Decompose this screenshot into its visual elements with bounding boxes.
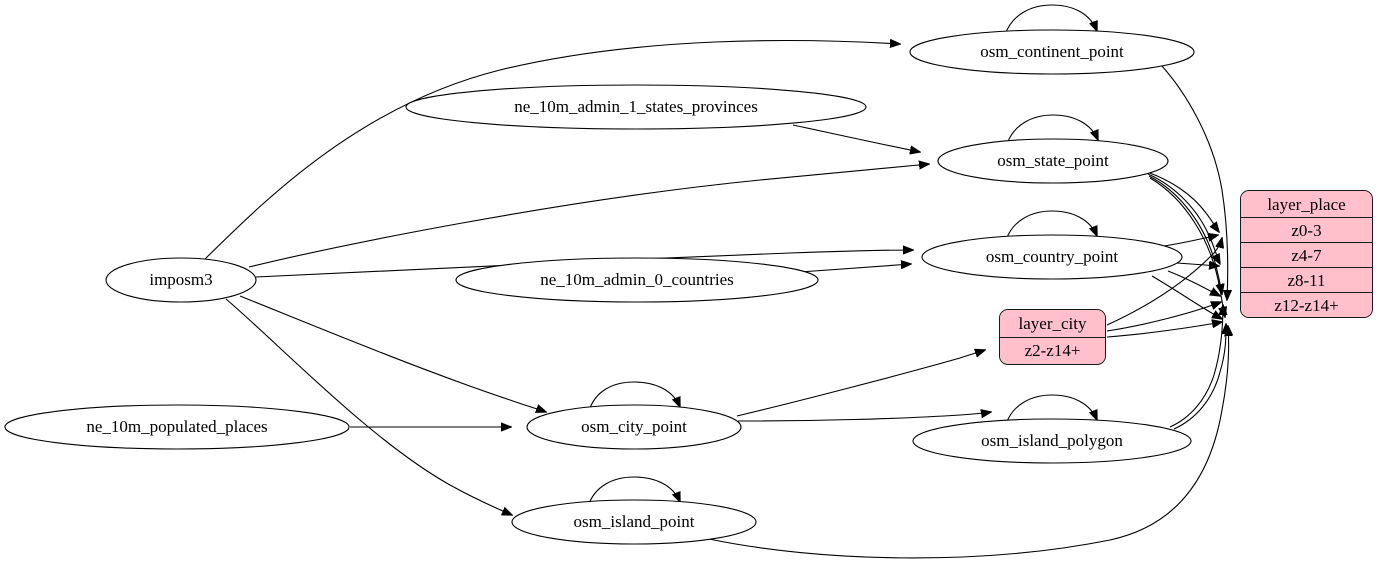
node-label-imposm3: imposm3 (149, 270, 212, 289)
node-ne-10m-admin-1-states-provinces[interactable]: ne_10m_admin_1_states_provinces (405, 84, 867, 130)
node-label-osm-island-point: osm_island_point (574, 512, 695, 531)
edge-osm-continent-point-to-layer-place-z12 (1161, 65, 1228, 300)
layer-place-title: layer_place (1241, 191, 1372, 217)
node-osm-state-point[interactable]: osm_state_point (937, 138, 1169, 184)
node-label-ne-10m-populated-places: ne_10m_populated_places (86, 417, 267, 436)
node-label-ne-10m-admin-0-countries: ne_10m_admin_0_countries (540, 270, 734, 289)
layer-place-row-z12-z14plus[interactable]: z12-z14+ (1241, 292, 1372, 317)
edge-self-loop-osm-state-point (1006, 114, 1098, 145)
edge-layer (204, 4, 1229, 559)
node-label-osm-country-point: osm_country_point (986, 247, 1118, 266)
edge-osm-country-point-to-layer-place-z8-11 (1167, 270, 1220, 296)
edge-self-loop-osm-city-point (588, 381, 680, 412)
node-osm-island-polygon[interactable]: osm_island_polygon (912, 418, 1192, 464)
edge-osm-country-point-to-layer-place-z4-7 (1176, 263, 1219, 266)
node-label-osm-state-point: osm_state_point (997, 151, 1109, 170)
node-layer-place[interactable]: layer_place z0-3 z4-7 z8-11 z12-z14+ (1240, 190, 1373, 318)
edge-osm-country-point-to-layer-place-z0-3 (1163, 235, 1218, 247)
edge-osm-state-point-to-layer-place-z0-3 (1146, 171, 1219, 232)
edge-imposm3-to-osm-continent-point (204, 41, 900, 260)
edge-self-loop-osm-island-point (587, 476, 680, 507)
node-label-ne-10m-admin-1-states-provinces: ne_10m_admin_1_states_provinces (514, 97, 758, 116)
edge-osm-city-point-to-layer-city (736, 350, 985, 417)
edge-imposm3-to-osm-state-point (248, 164, 929, 268)
node-label-osm-city-point: osm_city_point (581, 417, 687, 436)
edge-layer-city-to-layer-place-z0-3 (1106, 238, 1222, 326)
edge-self-loop-osm-continent-point (1004, 4, 1097, 36)
node-layer: imposm3 ne_10m_admin_1_states_provinces … (4, 29, 1195, 545)
edge-imposm3-to-osm-city-point (239, 295, 546, 412)
edge-osm-state-point-to-layer-place-z8-11 (1148, 175, 1222, 294)
node-ne-10m-populated-places[interactable]: ne_10m_populated_places (4, 404, 350, 450)
edge-imposm3-to-osm-island-point (225, 298, 512, 515)
layer-city-title: layer_city (1000, 310, 1105, 337)
edge-self-loop-osm-island-polygon (1005, 394, 1097, 425)
layer-city-row-z2-z14plus[interactable]: z2-z14+ (1000, 337, 1105, 363)
layer-place-row-z0-3[interactable]: z0-3 (1241, 217, 1372, 242)
node-label-osm-continent-point: osm_continent_point (980, 42, 1124, 61)
edge-osm-island-polygon-to-layer-place-z12 (1173, 324, 1226, 430)
edge-osm-island-polygon-to-layer-place-z8-11 (1169, 305, 1223, 428)
node-osm-city-point[interactable]: osm_city_point (526, 404, 742, 450)
edge-osm-country-point-to-layer-place-z12 (1151, 275, 1222, 319)
edge-layer-city-to-layer-place-z12 (1106, 322, 1222, 338)
edge-self-loop-osm-country-point (1005, 210, 1097, 241)
node-imposm3[interactable]: imposm3 (105, 257, 257, 303)
node-osm-country-point[interactable]: osm_country_point (921, 234, 1183, 280)
node-osm-island-point[interactable]: osm_island_point (511, 499, 757, 545)
node-ne-10m-admin-0-countries[interactable]: ne_10m_admin_0_countries (455, 257, 819, 303)
edge-osm-city-point-to-osm-island-polygon (737, 412, 991, 422)
layer-place-row-z8-11[interactable]: z8-11 (1241, 267, 1372, 292)
node-layer-city[interactable]: layer_city z2-z14+ (999, 309, 1106, 365)
node-label-osm-island-polygon: osm_island_polygon (981, 431, 1123, 450)
edge-osm-island-point-to-layer-place-z12 (708, 326, 1229, 559)
node-osm-continent-point[interactable]: osm_continent_point (909, 29, 1195, 75)
edge-admin0-countries-to-osm-country-point (799, 264, 911, 273)
layer-place-row-z4-7[interactable]: z4-7 (1241, 242, 1372, 267)
edge-states-provinces-to-osm-state-point (792, 124, 920, 152)
edge-layer-city-to-layer-place-z8-11 (1106, 302, 1221, 332)
